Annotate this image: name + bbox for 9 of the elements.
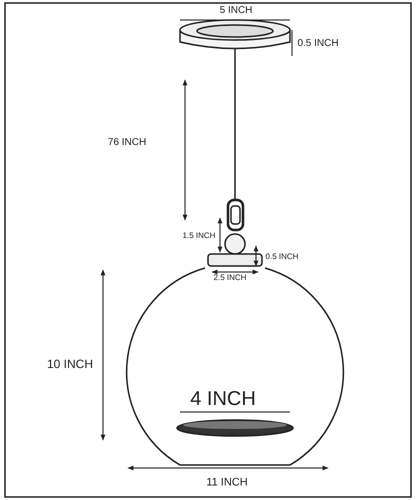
dimension-label: 0.5 INCH (266, 253, 298, 261)
dimension-label: 11 INCH (206, 478, 248, 488)
dimension-label: 1.5 INCH (182, 232, 216, 240)
dimension-label: 0.5 INCH (297, 39, 339, 49)
dimension-label: 10 INCH (47, 358, 93, 370)
dimension-label: 5 INCH (220, 6, 252, 16)
dimension-label: 2.5 INCH (214, 274, 246, 282)
dimension-label: 76 INCH (108, 138, 146, 148)
dimension-label: 4 INCH (190, 389, 256, 409)
